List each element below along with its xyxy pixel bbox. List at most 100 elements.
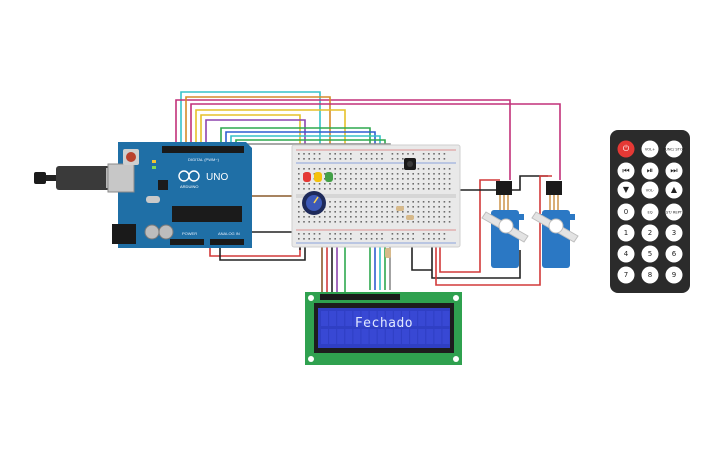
breadboard-hole[interactable] bbox=[428, 158, 430, 160]
breadboard-hole[interactable] bbox=[355, 178, 357, 180]
breadboard-hole[interactable] bbox=[324, 178, 326, 180]
breadboard-hole[interactable] bbox=[391, 183, 394, 185]
breadboard-hole[interactable] bbox=[298, 153, 300, 155]
power-header[interactable] bbox=[170, 239, 204, 245]
breadboard-hole[interactable] bbox=[313, 238, 316, 240]
breadboard-hole[interactable] bbox=[417, 178, 420, 180]
breadboard-hole[interactable] bbox=[391, 216, 394, 218]
breadboard-hole[interactable] bbox=[350, 206, 352, 208]
breadboard-hole[interactable] bbox=[428, 216, 430, 218]
remote-button-cap[interactable] bbox=[617, 181, 635, 199]
breadboard-hole[interactable] bbox=[438, 153, 440, 155]
breadboard-hole[interactable] bbox=[303, 221, 305, 223]
breadboard-hole[interactable] bbox=[396, 183, 399, 185]
breadboard-hole[interactable] bbox=[376, 188, 378, 190]
remote-button-10[interactable]: 0 bbox=[617, 203, 635, 221]
breadboard-hole[interactable] bbox=[339, 238, 342, 240]
breadboard-hole[interactable] bbox=[329, 188, 331, 190]
remote-button-3[interactable]: FUNC/ STOP bbox=[663, 140, 686, 158]
breadboard-hole[interactable] bbox=[386, 168, 388, 170]
breadboard-hole[interactable] bbox=[318, 168, 321, 170]
led-green[interactable] bbox=[325, 172, 333, 182]
breadboard-hole[interactable] bbox=[344, 211, 347, 213]
breadboard-hole[interactable] bbox=[438, 173, 440, 175]
breadboard-hole[interactable] bbox=[412, 173, 414, 175]
servo-1[interactable] bbox=[481, 181, 529, 268]
breadboard-hole[interactable] bbox=[339, 206, 342, 208]
breadboard-hole[interactable] bbox=[360, 216, 362, 218]
led-red[interactable] bbox=[303, 172, 311, 182]
breadboard-hole[interactable] bbox=[396, 153, 399, 155]
breadboard-hole[interactable] bbox=[370, 168, 373, 170]
breadboard-hole[interactable] bbox=[448, 221, 451, 223]
breadboard-hole[interactable] bbox=[386, 206, 388, 208]
breadboard-hole[interactable] bbox=[303, 233, 305, 235]
breadboard-hole[interactable] bbox=[386, 178, 388, 180]
breadboard-hole[interactable] bbox=[386, 201, 388, 203]
breadboard-hole[interactable] bbox=[339, 168, 342, 170]
breadboard-hole[interactable] bbox=[402, 168, 404, 170]
breadboard-hole[interactable] bbox=[422, 221, 425, 223]
breadboard-hole[interactable] bbox=[443, 221, 446, 223]
breadboard-hole[interactable] bbox=[412, 233, 414, 235]
breadboard-hole[interactable] bbox=[438, 178, 440, 180]
breadboard-hole[interactable] bbox=[376, 238, 378, 240]
breadboard-hole[interactable] bbox=[433, 233, 435, 235]
breadboard-hole[interactable] bbox=[438, 183, 440, 185]
breadboard-hole[interactable] bbox=[329, 201, 331, 203]
breadboard-hole[interactable] bbox=[324, 188, 326, 190]
breadboard-hole[interactable] bbox=[350, 201, 352, 203]
wire-black-gnd2[interactable] bbox=[219, 238, 306, 261]
breadboard-hole[interactable] bbox=[350, 221, 352, 223]
breadboard-hole[interactable] bbox=[438, 233, 440, 235]
remote-button-cap[interactable] bbox=[665, 245, 683, 263]
breadboard-hole[interactable] bbox=[365, 201, 368, 203]
breadboard-hole[interactable] bbox=[433, 153, 435, 155]
breadboard-hole[interactable] bbox=[376, 206, 378, 208]
breadboard-hole[interactable] bbox=[428, 238, 430, 240]
remote-button-14[interactable]: 2 bbox=[641, 224, 659, 242]
breadboard-hole[interactable] bbox=[438, 211, 440, 213]
breadboard-hole[interactable] bbox=[417, 211, 420, 213]
breadboard-hole[interactable] bbox=[443, 201, 446, 203]
breadboard-hole[interactable] bbox=[381, 221, 383, 223]
breadboard-hole[interactable] bbox=[412, 206, 414, 208]
breadboard-hole[interactable] bbox=[422, 158, 425, 160]
breadboard-hole[interactable] bbox=[370, 153, 373, 155]
remote-button-cap[interactable] bbox=[665, 266, 683, 284]
breadboard-hole[interactable] bbox=[298, 188, 300, 190]
breadboard-hole[interactable] bbox=[381, 201, 383, 203]
breadboard-hole[interactable] bbox=[339, 153, 342, 155]
breadboard-hole[interactable] bbox=[433, 221, 435, 223]
breadboard-hole[interactable] bbox=[407, 153, 409, 155]
breadboard-hole[interactable] bbox=[313, 216, 316, 218]
breadboard-hole[interactable] bbox=[298, 233, 300, 235]
arduino-uno-board[interactable]: DIGITAL (PWM~) POWER ANALOG IN UNO ARDUI… bbox=[34, 142, 252, 248]
breadboard-hole[interactable] bbox=[313, 153, 316, 155]
remote-button-12[interactable]: ST/ REPT bbox=[665, 203, 683, 221]
breadboard-hole[interactable] bbox=[428, 188, 430, 190]
breadboard-hole[interactable] bbox=[339, 211, 342, 213]
breadboard-hole[interactable] bbox=[370, 233, 373, 235]
breadboard-hole[interactable] bbox=[433, 188, 435, 190]
breadboard-hole[interactable] bbox=[298, 201, 300, 203]
breadboard-hole[interactable] bbox=[365, 183, 368, 185]
breadboard-hole[interactable] bbox=[329, 221, 331, 223]
breadboard-hole[interactable] bbox=[365, 233, 368, 235]
breadboard-hole[interactable] bbox=[428, 173, 430, 175]
breadboard-hole[interactable] bbox=[365, 168, 368, 170]
breadboard-hole[interactable] bbox=[428, 178, 430, 180]
breadboard-hole[interactable] bbox=[334, 201, 336, 203]
breadboard-hole[interactable] bbox=[376, 216, 378, 218]
wire-servo2-black[interactable] bbox=[460, 175, 548, 191]
breadboard-hole[interactable] bbox=[308, 233, 310, 235]
breadboard-hole[interactable] bbox=[303, 153, 305, 155]
breadboard-hole[interactable] bbox=[428, 206, 430, 208]
breadboard-hole[interactable] bbox=[396, 158, 399, 160]
breadboard-hole[interactable] bbox=[448, 183, 451, 185]
breadboard-hole[interactable] bbox=[391, 211, 394, 213]
breadboard-hole[interactable] bbox=[412, 211, 414, 213]
breadboard-hole[interactable] bbox=[391, 233, 394, 235]
breadboard-hole[interactable] bbox=[350, 173, 352, 175]
breadboard-hole[interactable] bbox=[396, 188, 399, 190]
